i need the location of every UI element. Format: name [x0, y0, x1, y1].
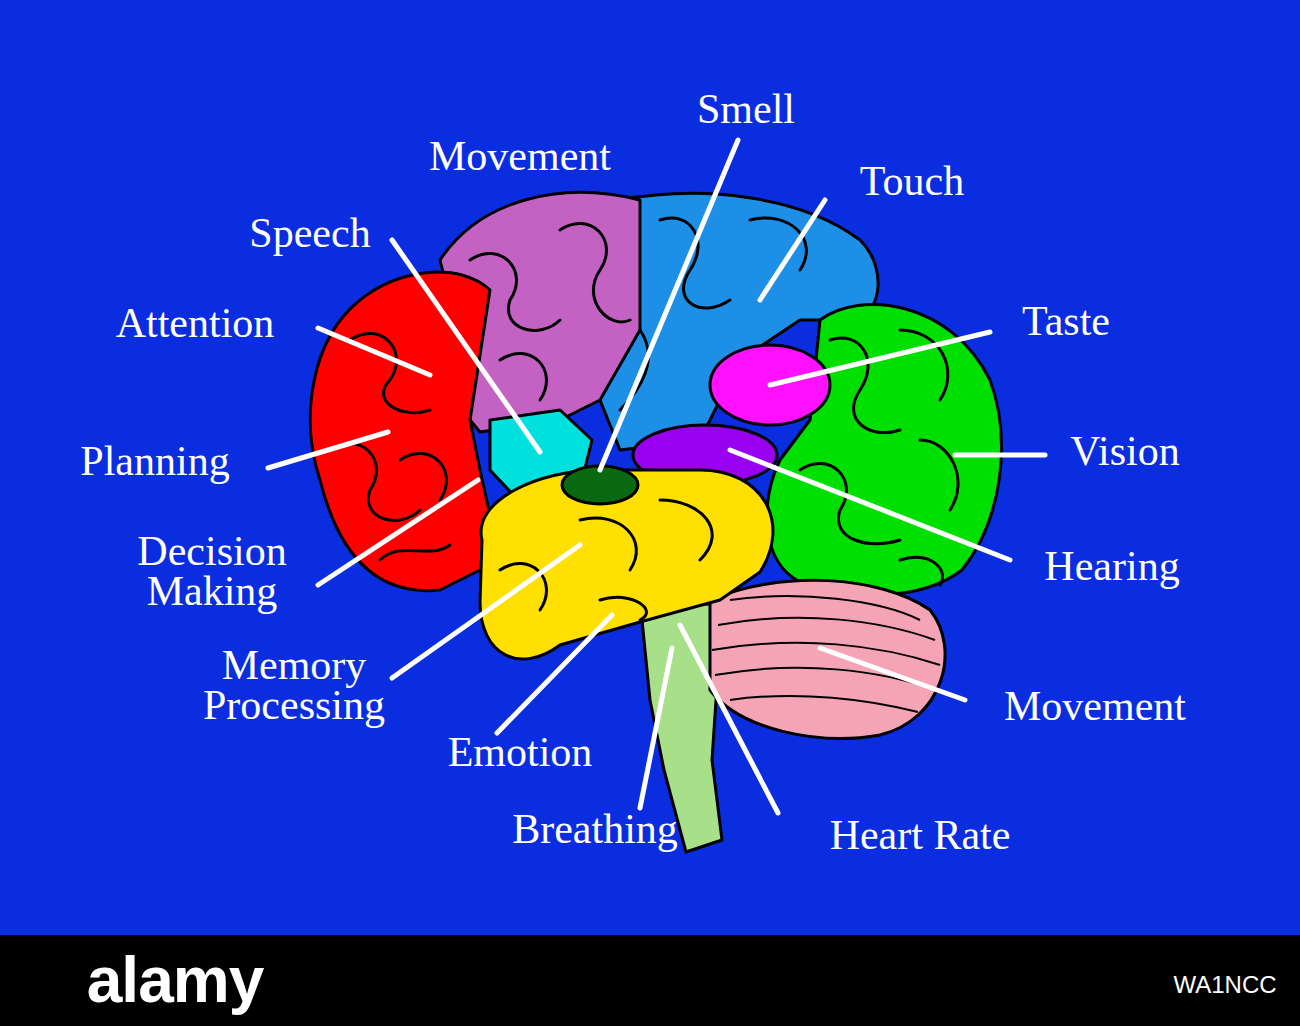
region-label: Emotion	[448, 733, 593, 773]
region-label: Smell	[697, 90, 795, 130]
region-label: Touch	[860, 162, 964, 202]
region-label: Breathing	[512, 810, 678, 850]
region-label: Heart Rate	[830, 816, 1011, 856]
region-label: Movement	[429, 137, 611, 177]
region-label: Vision	[1070, 432, 1180, 472]
region-label: Attention	[116, 304, 275, 344]
region-label: Memory Processing	[174, 646, 414, 726]
region-label: Hearing	[1044, 547, 1179, 587]
watermark: alamy	[87, 950, 263, 1011]
region-label: Speech	[249, 214, 370, 254]
watermark: WA1NCC	[1173, 974, 1276, 997]
region-label: Taste	[1022, 302, 1110, 342]
region-label: Movement	[1004, 687, 1186, 727]
region-label: Decision Making	[97, 532, 327, 612]
region-label: Planning	[80, 442, 229, 482]
